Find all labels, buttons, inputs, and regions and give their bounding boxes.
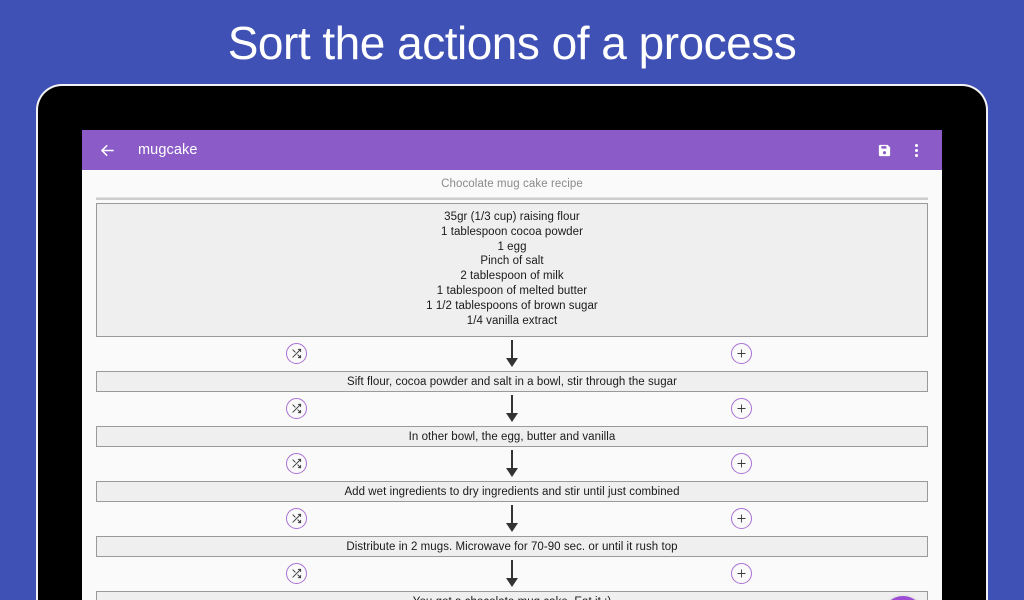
- add-circle-icon[interactable]: [731, 508, 752, 530]
- step-text: Sift flour, cocoa powder and salt in a b…: [346, 375, 677, 388]
- step-text: Distribute in 2 mugs. Microwave for 70-9…: [346, 540, 678, 553]
- overflow-dots: [914, 143, 918, 157]
- step-row[interactable]: Add wet ingredients to dry ingredients a…: [96, 481, 928, 503]
- add-circle-icon[interactable]: [731, 453, 752, 475]
- arrow-down-icon: [504, 340, 520, 373]
- step-text: In other bowl, the egg, butter and vanil…: [408, 430, 616, 443]
- promo-banner: Sort the actions of a process: [0, 0, 1024, 86]
- recipe-content: Chocolate mug cake recipe 35gr (1/3 cup)…: [82, 170, 942, 600]
- ingredients-box[interactable]: 35gr (1/3 cup) raising flour 1 tablespoo…: [96, 203, 928, 338]
- ingredient-line: 2 tablespoon of milk: [460, 270, 564, 283]
- overflow-menu-icon[interactable]: [902, 136, 930, 164]
- tablet-screen: mugcake Chocolate mug cake recipe 35gr (…: [82, 130, 942, 600]
- arrow-down-icon: [504, 560, 520, 593]
- arrow-down-icon: [504, 395, 520, 428]
- title-divider: [96, 197, 928, 200]
- edit-fab-button[interactable]: [882, 596, 924, 600]
- back-arrow-icon[interactable]: [94, 137, 120, 163]
- step-row[interactable]: In other bowl, the egg, butter and vanil…: [96, 426, 928, 448]
- shuffle-icon[interactable]: [286, 563, 307, 585]
- add-circle-icon[interactable]: [731, 398, 752, 420]
- app-bar-title: mugcake: [138, 142, 198, 158]
- ingredient-line: 35gr (1/3 cup) raising flour: [444, 211, 580, 223]
- ingredient-line: 1 tablespoon cocoa powder: [441, 225, 583, 238]
- shuffle-icon[interactable]: [286, 453, 307, 475]
- ingredient-line: 1/4 vanilla extract: [466, 314, 558, 327]
- add-circle-icon[interactable]: [731, 563, 752, 585]
- recipe-title: Chocolate mug cake recipe: [441, 178, 583, 190]
- connector-row: [96, 392, 928, 426]
- promo-title: Sort the actions of a process: [227, 17, 797, 69]
- ingredient-line: 1 tablespoon of melted butter: [436, 284, 588, 297]
- step-row[interactable]: You got a chocolate mug cake. Eat it :): [96, 591, 928, 600]
- app-bar: mugcake: [82, 130, 942, 170]
- step-text: Add wet ingredients to dry ingredients a…: [344, 485, 680, 498]
- connector-row: [96, 557, 928, 591]
- save-floppy-icon[interactable]: [870, 136, 898, 164]
- ingredient-line: 1 1/2 tablespoons of brown sugar: [426, 299, 598, 312]
- shuffle-icon[interactable]: [286, 508, 307, 530]
- arrow-down-icon: [504, 450, 520, 483]
- step-row[interactable]: Distribute in 2 mugs. Microwave for 70-9…: [96, 536, 928, 558]
- shuffle-icon[interactable]: [286, 398, 307, 420]
- arrow-down-icon: [504, 505, 520, 538]
- shuffle-icon[interactable]: [286, 343, 307, 365]
- ingredient-line: 1 egg: [497, 240, 527, 253]
- connector-row: [96, 447, 928, 481]
- step-row[interactable]: Sift flour, cocoa powder and salt in a b…: [96, 371, 928, 393]
- connector-row: [96, 337, 928, 371]
- connector-row: [96, 502, 928, 536]
- add-circle-icon[interactable]: [731, 343, 752, 365]
- ingredient-line: Pinch of salt: [480, 255, 544, 268]
- tablet-device-frame: mugcake Chocolate mug cake recipe 35gr (…: [36, 84, 988, 600]
- step-text: You got a chocolate mug cake. Eat it :): [413, 596, 611, 600]
